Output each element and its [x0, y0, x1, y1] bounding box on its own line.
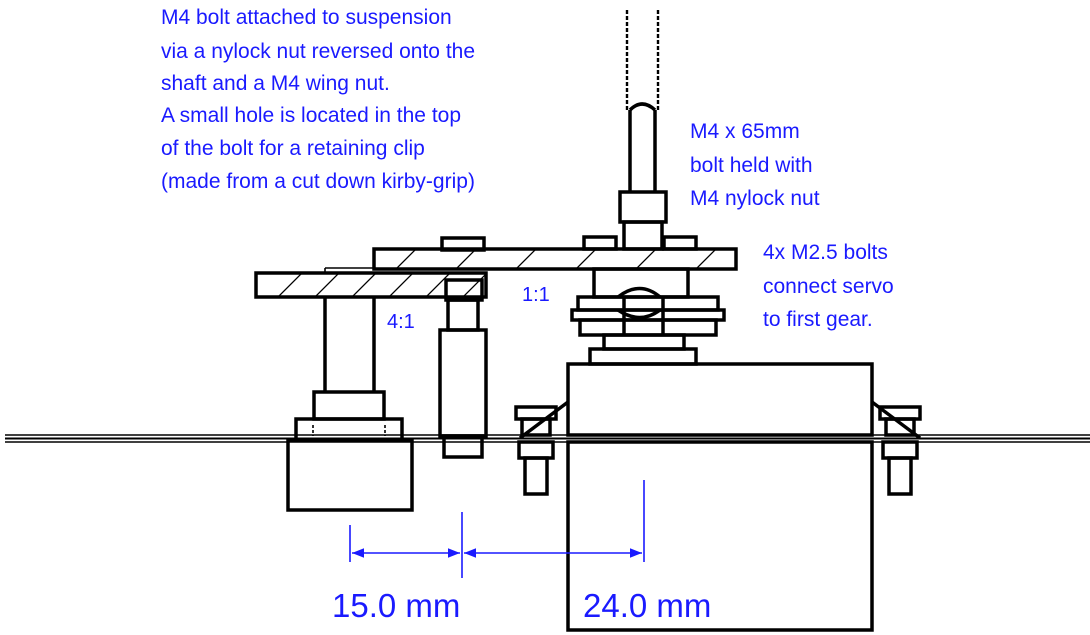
suspension-bolt-note-line: M4 bolt attached to suspension — [161, 6, 452, 29]
suspension-bolt-note: M4 bolt attached to suspension via a nyl… — [161, 6, 481, 193]
dimension-label-right: 24.0 mm — [583, 587, 711, 624]
upper-gear — [372, 247, 738, 271]
suspension-bolt-note-line: of the bolt for a retaining clip — [161, 137, 425, 160]
suspension-bolt-note-line: A small hole is located in the top — [161, 104, 461, 127]
dimension-label-left: 15.0 mm — [332, 587, 460, 624]
dimension-lines — [349, 480, 645, 578]
servo-mount-bolt-right — [878, 405, 922, 496]
servo-bolts-note-line: 4x M2.5 bolts — [763, 241, 888, 264]
ratio-label-left: 4:1 — [387, 311, 415, 333]
shaft-bolt-note-line: M4 nylock nut — [690, 187, 820, 210]
main-bolt-shaft — [618, 10, 668, 251]
shaft-bolt-note: M4 x 65mm bolt held with M4 nylock nut — [690, 120, 820, 210]
suspension-bolt-note-line: shaft and a M4 wing nut. — [161, 72, 390, 95]
servo-bolts-note-line: connect servo — [763, 275, 894, 298]
lower-gear — [254, 267, 488, 299]
ratio-label-right: 1:1 — [522, 284, 550, 306]
suspension-bolt-note-line: (made from a cut down kirby-grip) — [161, 170, 475, 193]
left-motor — [286, 296, 414, 512]
servo-horn-stack — [570, 235, 726, 366]
servo-body — [518, 362, 922, 632]
suspension-bolt-note-line: via a nylock nut reversed onto the — [161, 40, 475, 63]
servo-bolts-note: 4x M2.5 bolts connect servo to first gea… — [763, 241, 900, 331]
shaft-bolt-note-line: M4 x 65mm — [690, 120, 800, 143]
servo-bolts-note-line: to first gear. — [763, 308, 873, 331]
servo-mount-bolt-left — [514, 405, 558, 496]
shaft-bolt-note-line: bolt held with — [690, 154, 813, 177]
idler-shaft — [438, 236, 488, 459]
